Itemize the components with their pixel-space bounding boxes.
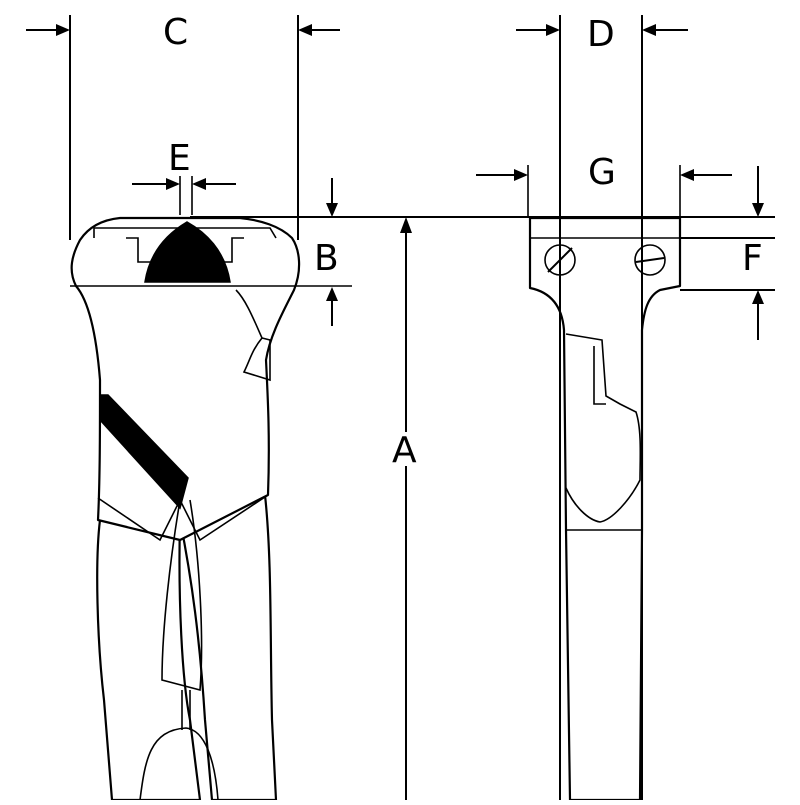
side-mechanism [565,333,642,523]
label-f: F [742,238,763,279]
front-view [70,216,352,802]
dimension-c: C [26,12,340,240]
front-cutter-tip [144,221,231,283]
front-lower-spring [139,727,219,801]
label-e: E [168,138,191,179]
dimension-f: F [680,166,775,340]
front-center-strut [161,499,203,692]
dimension-e: E [132,138,236,215]
label-d: D [587,14,615,55]
front-side-notch [235,289,271,382]
dimension-b: B [314,178,339,326]
front-jaw-right-slot [220,237,244,263]
side-screw-right [634,244,666,276]
label-a: A [392,430,417,471]
front-right-handle [178,493,278,802]
side-view [528,216,682,802]
front-jaw-left-slot [126,237,150,263]
label-b: B [314,238,339,279]
dimension-g: G [476,152,732,216]
front-spring-stripe [99,394,189,510]
label-g: G [588,152,616,193]
side-body [528,216,682,802]
side-mechanism-inner [593,346,606,405]
dimension-d: D [516,14,688,800]
label-c: C [163,12,188,53]
dimension-a: A [392,217,417,800]
